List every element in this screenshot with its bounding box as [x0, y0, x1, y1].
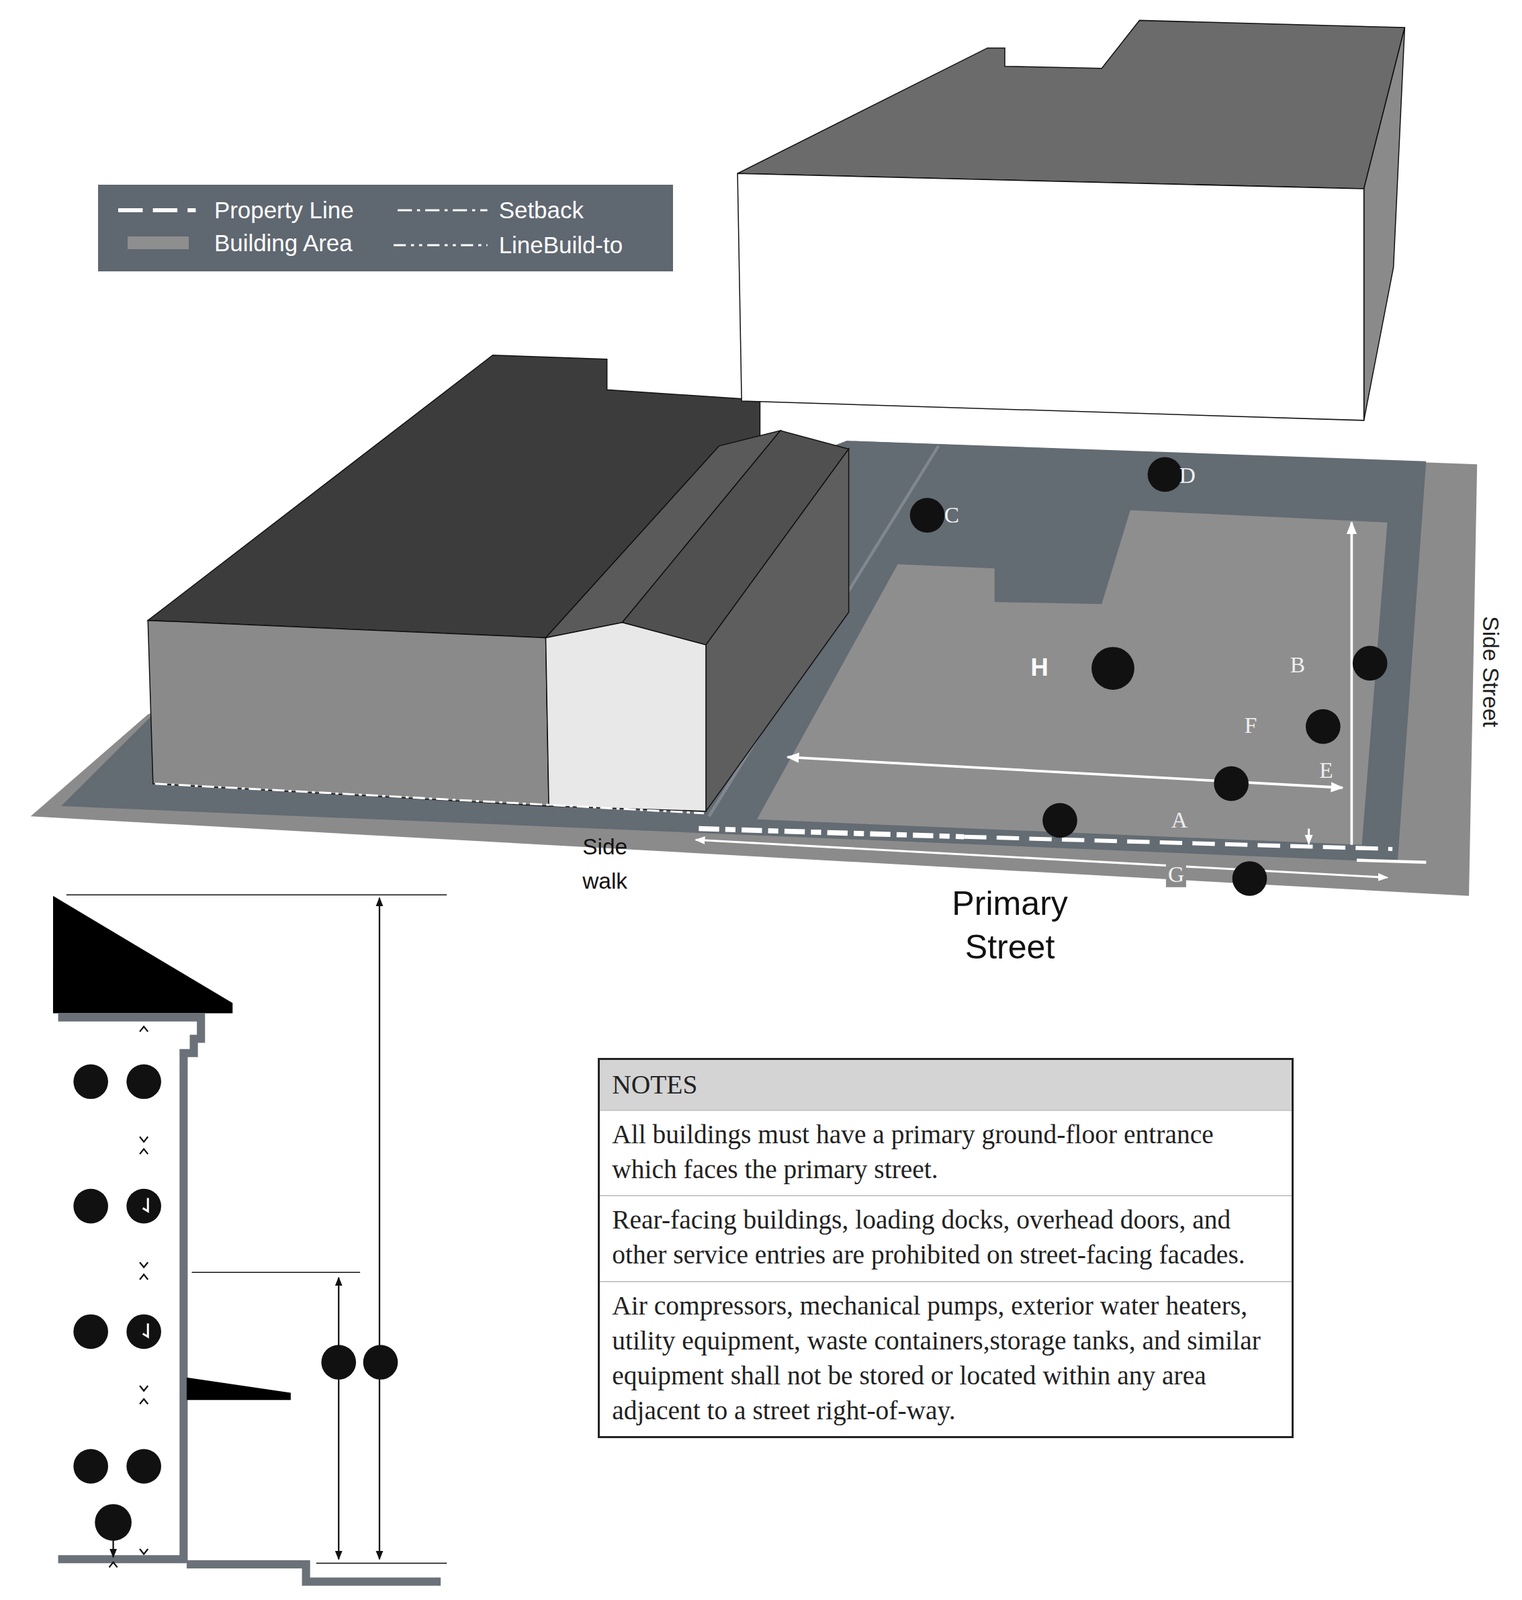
- elevation-section: [126, 1063, 162, 1099]
- site-lines: [1307, 828, 1310, 845]
- legend-label: Setback: [499, 196, 584, 224]
- legend-line: [118, 208, 196, 213]
- elevation-section: [73, 1448, 109, 1484]
- table-cell: Rear-facing buildings, loading docks, ov…: [599, 1194, 1292, 1281]
- callout-letter: H: [1028, 653, 1050, 682]
- elevation-section: [316, 1562, 447, 1565]
- existing-building: [546, 622, 706, 812]
- elevation-section: [73, 1063, 109, 1099]
- site-lines: [787, 756, 1342, 788]
- elevation-section: [321, 1344, 356, 1380]
- elevation-section: [58, 1554, 187, 1563]
- street-name: Side Street: [1477, 613, 1504, 729]
- callout-letter: E: [1317, 757, 1335, 784]
- sidewalk-label: Side walk: [580, 829, 630, 900]
- legend-line: [393, 243, 488, 246]
- legend-line-sample: [118, 205, 196, 215]
- proposed-building-massing: [737, 173, 1365, 421]
- street-name: Primary Street: [949, 881, 1070, 970]
- elevation-section: [109, 1026, 149, 1568]
- callout-letter: A: [1169, 807, 1190, 833]
- site-lines: [695, 839, 1388, 878]
- legend-line-sample: [393, 240, 488, 250]
- site-lines: [1356, 860, 1426, 863]
- site-lines: [1350, 522, 1353, 845]
- existing-building: [705, 448, 849, 811]
- legend-label: Building Area: [214, 229, 353, 257]
- elevation-section: [126, 1448, 162, 1484]
- elevation-section: [73, 1063, 398, 1541]
- proposed-building-massing: [1364, 27, 1406, 421]
- elevation-section: [53, 894, 447, 1582]
- callout-dot: [1213, 766, 1249, 802]
- legend-box: Property LineBuilding Area SetbackLineBui…: [98, 184, 674, 272]
- site-lines: [155, 783, 704, 814]
- elevation-section: [186, 1377, 291, 1400]
- site-lines: [155, 522, 1426, 878]
- elevation-section: [58, 1017, 202, 1562]
- proposed-building-massing: [737, 20, 1405, 189]
- building-area: [756, 510, 1388, 845]
- legend-swatch: [127, 236, 189, 249]
- notes-table: NOTESAll buildings must have a primary g…: [597, 1057, 1294, 1439]
- callout-dot: [910, 457, 1388, 897]
- callout-letter: B: [1288, 652, 1308, 678]
- elevation-section: [378, 898, 381, 1559]
- elevation-section: [126, 1314, 162, 1350]
- callout-dot: [1232, 861, 1268, 897]
- callout-dot: [1091, 646, 1135, 690]
- elevation-section: [186, 1564, 441, 1582]
- table-header: NOTES: [599, 1059, 1292, 1109]
- elevation-section: [112, 1540, 114, 1557]
- legend-label: LineBuild-to: [499, 231, 623, 259]
- elevation-section: [53, 896, 233, 1014]
- legend-line-sample: [397, 205, 488, 215]
- callout-letter: D: [1177, 462, 1198, 489]
- callout-letter: C: [942, 502, 962, 528]
- site-lines: [698, 828, 964, 837]
- existing-building: [147, 355, 849, 812]
- table-cell: Air compressors, mechanical pumps, exter…: [599, 1280, 1292, 1437]
- callout-dot: [1352, 646, 1388, 682]
- site-lines: [963, 836, 1393, 849]
- callout-letter: G: [1166, 861, 1187, 888]
- callout-letter: F: [1242, 712, 1260, 739]
- proposed-building-massing: [737, 20, 1405, 421]
- callout-dot: [1042, 803, 1078, 839]
- legend-label: Property Line: [214, 196, 354, 224]
- existing-building: [147, 620, 549, 807]
- callout-dot: [1147, 457, 1183, 493]
- elevation-section: [363, 1344, 399, 1380]
- table-cell: All buildings must have a primary ground…: [599, 1109, 1292, 1195]
- elevation-section: [66, 894, 448, 897]
- elevation-section: [73, 1314, 109, 1350]
- callout-dot: [1305, 709, 1341, 745]
- elevation-section: [94, 1503, 132, 1541]
- callout-dot: [910, 497, 946, 533]
- elevation-section: [337, 1277, 340, 1559]
- elevation-section: [73, 1188, 109, 1224]
- legend-line: [397, 208, 488, 211]
- elevation-section: [192, 1272, 361, 1274]
- elevation-section: [126, 1188, 162, 1224]
- building-area: [756, 510, 1388, 845]
